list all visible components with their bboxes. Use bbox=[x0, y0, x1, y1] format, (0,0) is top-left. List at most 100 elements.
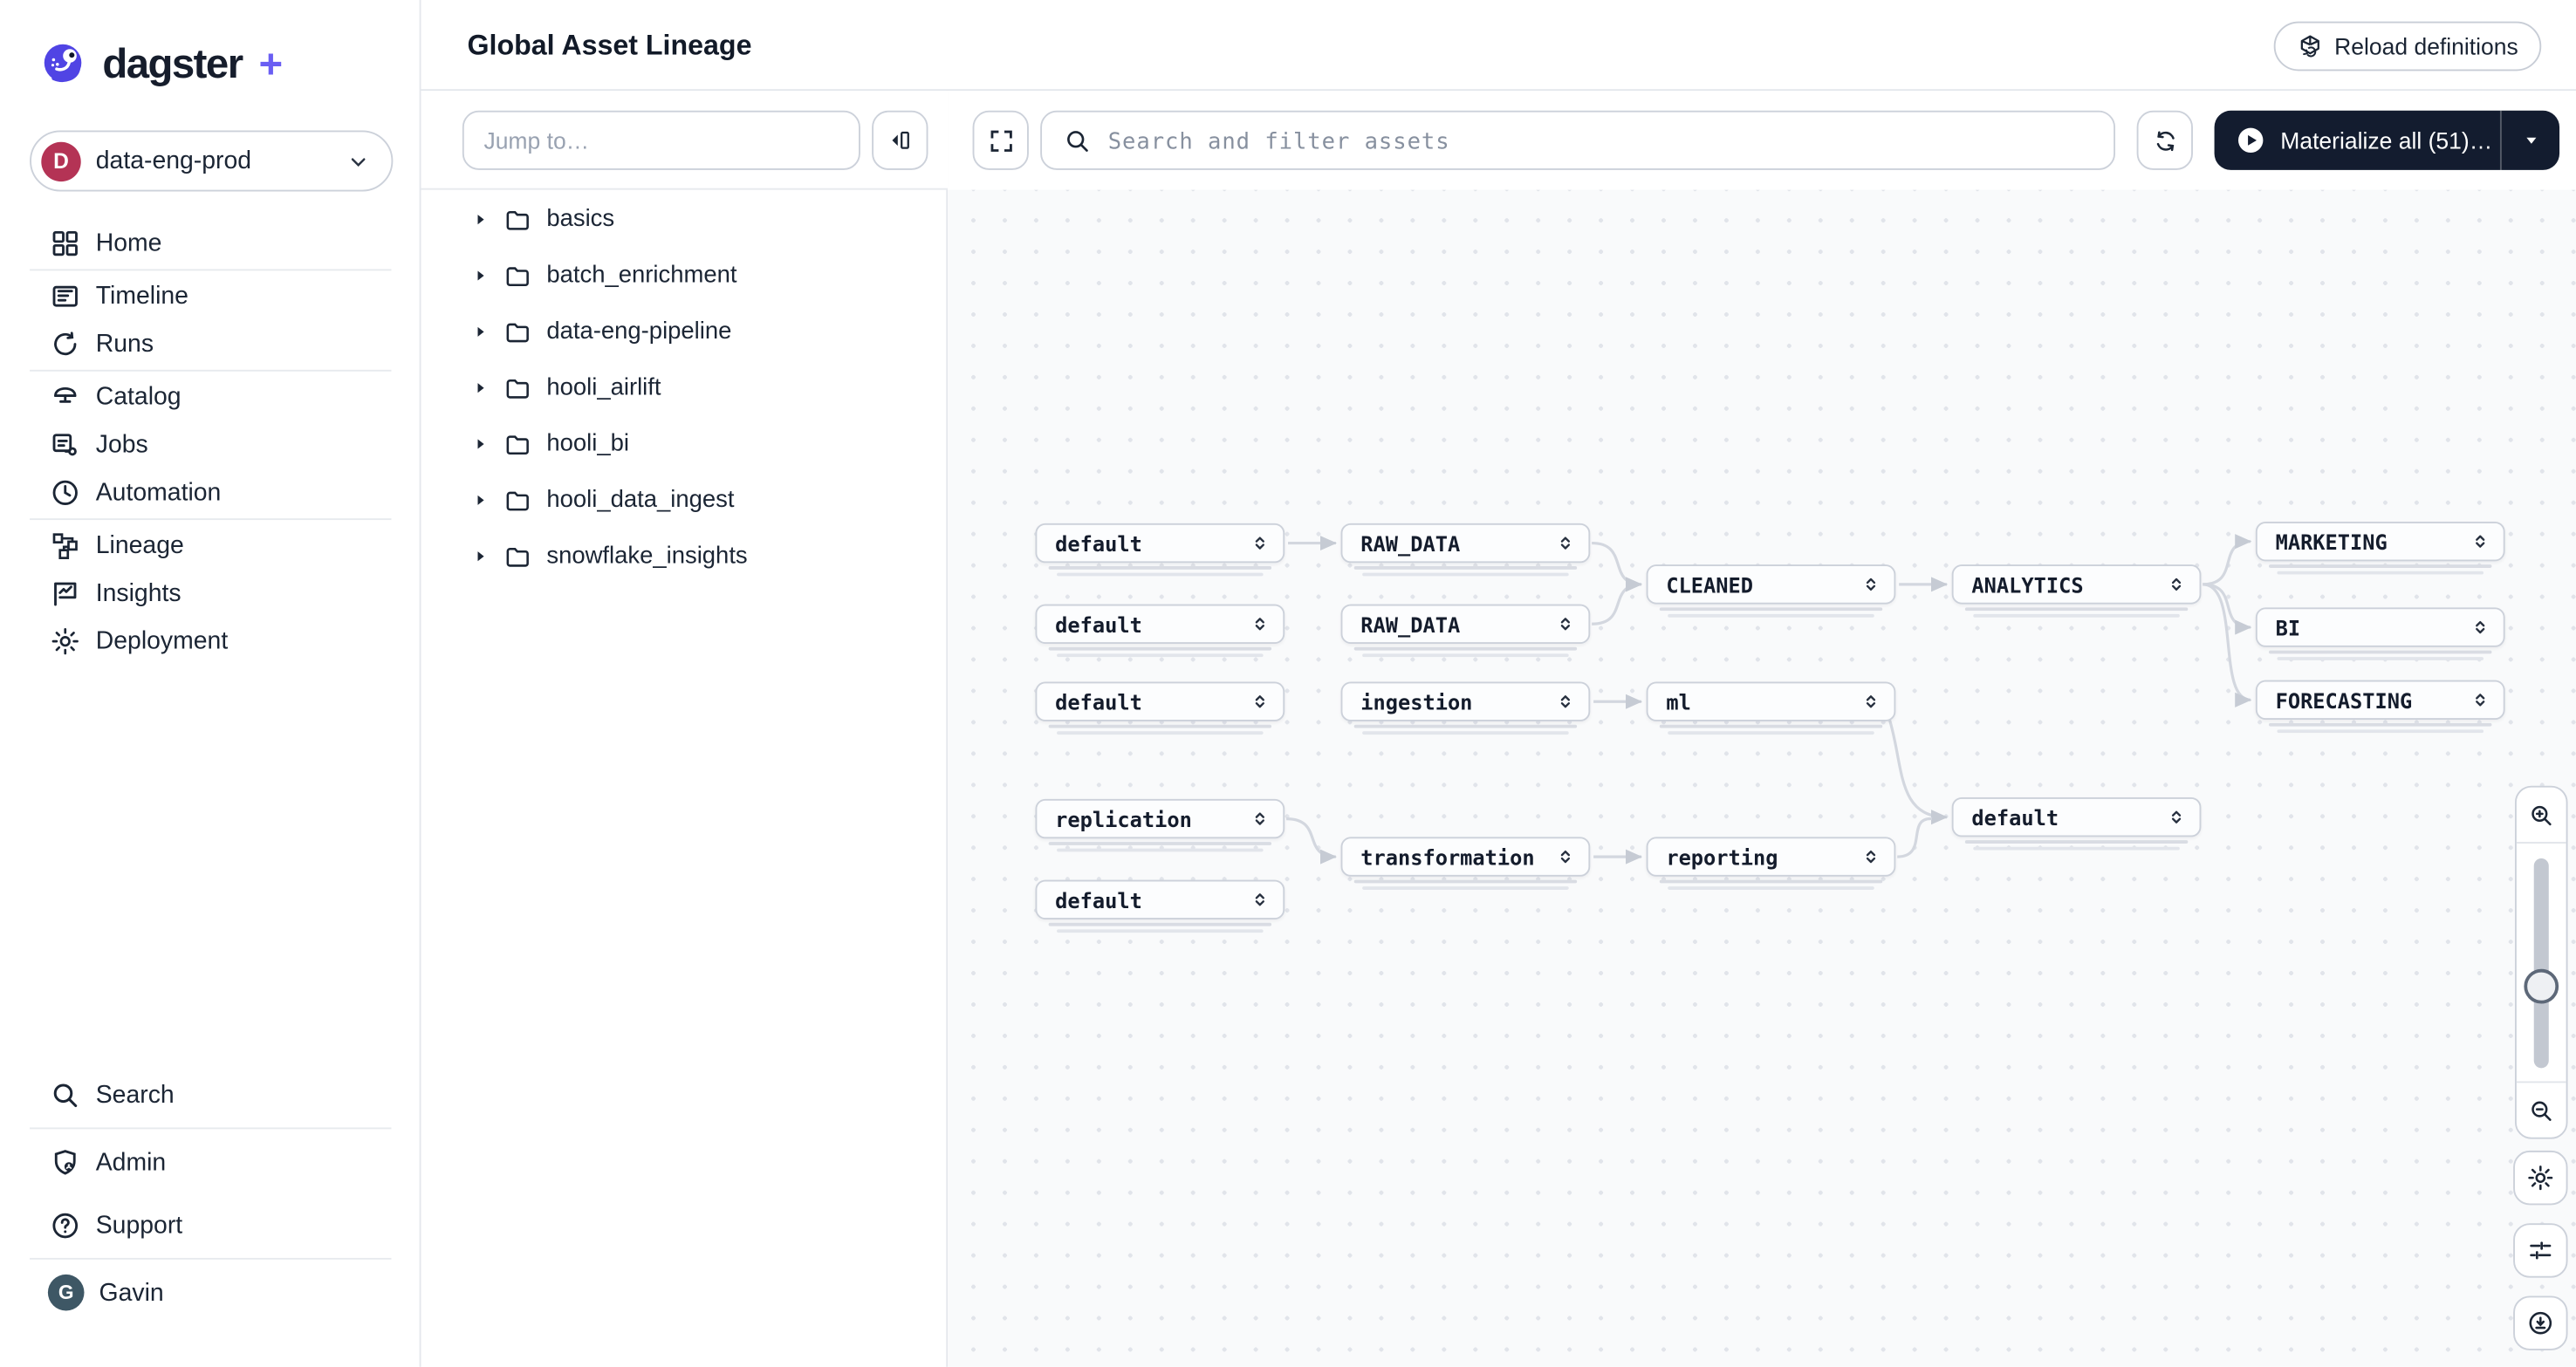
materialize-all-button[interactable]: Materialize all (51)… bbox=[2215, 126, 2500, 155]
unfold-icon[interactable] bbox=[1251, 690, 1268, 713]
unfold-icon[interactable] bbox=[1251, 807, 1268, 830]
tree-item-snowflake_insights[interactable]: snowflake_insights bbox=[421, 529, 949, 584]
graph-group-node-default[interactable]: default bbox=[1035, 879, 1285, 933]
asset-search-input[interactable] bbox=[1104, 113, 2102, 170]
lineage-edge bbox=[1897, 817, 1933, 858]
unfold-icon[interactable] bbox=[2472, 616, 2489, 639]
sidebar-item-jobs[interactable]: Jobs bbox=[0, 421, 421, 469]
materialize-all-split-button[interactable]: Materialize all (51)… bbox=[2214, 110, 2560, 170]
tree-item-hooli_data_ingest[interactable]: hooli_data_ingest bbox=[421, 472, 949, 528]
graph-group-node-reporting[interactable]: reporting bbox=[1646, 837, 1896, 890]
fullscreen-button[interactable] bbox=[972, 110, 1029, 170]
unfold-icon[interactable] bbox=[1251, 531, 1268, 554]
reload-definitions-label: Reload definitions bbox=[2334, 32, 2518, 60]
graph-settings-button[interactable] bbox=[2513, 1150, 2568, 1206]
caret-right-icon[interactable] bbox=[472, 324, 489, 340]
caret-right-icon[interactable] bbox=[472, 492, 489, 509]
graph-group-node-FORECASTING[interactable]: FORECASTING bbox=[2255, 680, 2505, 733]
unfold-icon[interactable] bbox=[1557, 690, 1573, 713]
sidebar-item-label: Insights bbox=[95, 579, 182, 608]
sliders-icon bbox=[2526, 1236, 2554, 1264]
sidebar-item-automation[interactable]: Automation bbox=[0, 468, 421, 516]
deployment-switcher[interactable]: D data-eng-prod bbox=[30, 130, 394, 192]
collapse-panel-button[interactable] bbox=[872, 110, 928, 170]
graph-group-node-ml[interactable]: ml bbox=[1646, 681, 1896, 735]
unfold-icon[interactable] bbox=[2168, 805, 2185, 828]
tree-item-batch_enrichment[interactable]: batch_enrichment bbox=[421, 248, 949, 304]
graph-group-node-default[interactable]: default bbox=[1035, 681, 1285, 735]
graph-group-node-RAW_DATA[interactable]: RAW_DATA bbox=[1340, 604, 1591, 657]
group-node-label: RAW_DATA bbox=[1360, 612, 1461, 637]
zoom-slider-track[interactable] bbox=[2533, 858, 2549, 1069]
sidebar-item-catalog[interactable]: Catalog bbox=[0, 373, 421, 421]
zoom-slider bbox=[2517, 842, 2566, 1084]
unfold-icon[interactable] bbox=[1557, 612, 1573, 635]
zoom-out-button[interactable] bbox=[2516, 1081, 2566, 1137]
graph-group-node-replication[interactable]: replication bbox=[1035, 798, 1285, 851]
sidebar-item-deployment[interactable]: Deployment bbox=[0, 618, 421, 666]
zoom-slider-thumb[interactable] bbox=[2524, 968, 2559, 1004]
caret-right-icon[interactable] bbox=[472, 211, 489, 228]
graph-group-node-ANALYTICS[interactable]: ANALYTICS bbox=[1951, 564, 2202, 617]
graph-group-node-ingestion[interactable]: ingestion bbox=[1340, 681, 1591, 735]
sidebar-item-insights[interactable]: Insights bbox=[0, 570, 421, 618]
unfold-icon[interactable] bbox=[1863, 690, 1880, 713]
unfold-icon[interactable] bbox=[1251, 612, 1268, 635]
tree-item-label: data-eng-pipeline bbox=[546, 318, 732, 345]
tree-item-label: snowflake_insights bbox=[546, 543, 748, 570]
unfold-icon[interactable] bbox=[1251, 888, 1268, 911]
download-image-button[interactable] bbox=[2513, 1295, 2568, 1350]
sidebar-item-runs[interactable]: Runs bbox=[0, 320, 421, 368]
caret-right-icon[interactable] bbox=[472, 379, 489, 396]
tree-item-data-eng-pipeline[interactable]: data-eng-pipeline bbox=[421, 304, 949, 359]
folder-icon bbox=[504, 318, 531, 345]
dagster-logo: dagster+ bbox=[39, 37, 283, 92]
group-node-label: default bbox=[1055, 612, 1142, 637]
unfold-icon[interactable] bbox=[1557, 845, 1573, 868]
sidebar-item-label: Admin bbox=[95, 1148, 167, 1177]
graph-group-node-RAW_DATA[interactable]: RAW_DATA bbox=[1340, 523, 1591, 576]
materialize-dropdown-button[interactable] bbox=[2499, 110, 2559, 170]
runs-icon bbox=[50, 329, 81, 360]
zoom-in-button[interactable] bbox=[2516, 788, 2566, 844]
unfold-icon[interactable] bbox=[1863, 845, 1880, 868]
unfold-icon[interactable] bbox=[2168, 573, 2185, 596]
group-node-label: ingestion bbox=[1360, 689, 1473, 714]
sidebar-item-admin[interactable]: Admin bbox=[0, 1131, 421, 1193]
tree-item-basics[interactable]: basics bbox=[421, 192, 949, 248]
jump-to-input[interactable] bbox=[462, 110, 860, 170]
graph-group-node-default[interactable]: default bbox=[1951, 796, 2202, 850]
brand-plus: + bbox=[258, 40, 284, 87]
unfold-icon[interactable] bbox=[2472, 530, 2489, 552]
graph-group-node-MARKETING[interactable]: MARKETING bbox=[2255, 521, 2505, 574]
chevron-down-icon bbox=[348, 151, 368, 171]
sidebar-item-search[interactable]: Search bbox=[0, 1063, 421, 1126]
tree-item-hooli_airlift[interactable]: hooli_airlift bbox=[421, 360, 949, 416]
caret-right-icon[interactable] bbox=[472, 548, 489, 564]
caret-down-icon bbox=[2525, 137, 2536, 144]
graph-group-node-CLEANED[interactable]: CLEANED bbox=[1646, 564, 1896, 617]
sidebar-item-timeline[interactable]: Timeline bbox=[0, 272, 421, 320]
caret-right-icon[interactable] bbox=[472, 436, 489, 453]
graph-group-node-transformation[interactable]: transformation bbox=[1340, 837, 1591, 890]
graph-group-node-default[interactable]: default bbox=[1035, 604, 1285, 657]
sidebar-item-support[interactable]: Support bbox=[0, 1193, 421, 1256]
dagster-octopus-icon bbox=[39, 39, 89, 89]
unfold-icon[interactable] bbox=[2472, 688, 2489, 711]
refresh-button[interactable] bbox=[2136, 110, 2193, 170]
unfold-icon[interactable] bbox=[1863, 573, 1880, 596]
unfold-icon[interactable] bbox=[1557, 531, 1573, 554]
graph-group-node-default[interactable]: default bbox=[1035, 523, 1285, 576]
sidebar-item-home[interactable]: Home bbox=[0, 220, 421, 268]
automation-icon bbox=[50, 477, 81, 509]
caret-right-icon[interactable] bbox=[472, 268, 489, 284]
sidebar-item-lineage[interactable]: Lineage bbox=[0, 522, 421, 570]
graph-filters-button[interactable] bbox=[2513, 1223, 2568, 1278]
graph-group-node-BI[interactable]: BI bbox=[2255, 607, 2505, 660]
tree-item-hooli_bi[interactable]: hooli_bi bbox=[421, 416, 949, 472]
tree-item-label: basics bbox=[546, 206, 615, 233]
reload-definitions-button[interactable]: Reload definitions bbox=[2273, 21, 2542, 72]
